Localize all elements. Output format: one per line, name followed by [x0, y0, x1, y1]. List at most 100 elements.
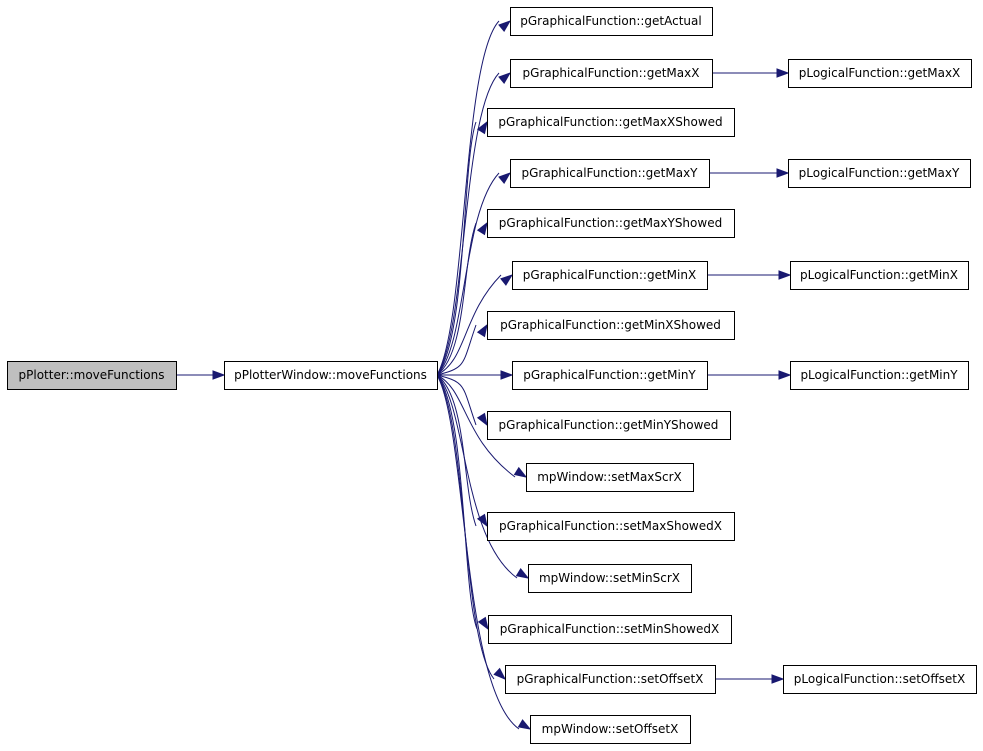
- node-getMaxX[interactable]: pGraphicalFunction::getMaxX: [510, 59, 713, 88]
- edge-pw-to-getMaxXShowed: [436, 121, 477, 376]
- edge-pw-to-getMaxYShowed: [436, 222, 477, 376]
- node-getMinY[interactable]: pGraphicalFunction::getMinY: [512, 361, 708, 390]
- node-getMinX-label: pGraphicalFunction::getMinX: [523, 268, 696, 282]
- node-getMinYShowed-label: pGraphicalFunction::getMinYShowed: [499, 418, 719, 432]
- node-root[interactable]: pPlotter::moveFunctions: [7, 361, 177, 390]
- edge-pw-to-getMinXShowed: [436, 324, 477, 376]
- node-setMinShowedX[interactable]: pGraphicalFunction::setMinShowedX: [488, 615, 732, 644]
- node-lGetMaxX-box: [788, 59, 972, 88]
- edge-pw-to-setMaxShowedX: [436, 374, 477, 527]
- node-getMinY-box: [512, 361, 708, 390]
- edge-pw-to-getMinYShowed: [436, 374, 477, 426]
- node-getMaxYShowed[interactable]: pGraphicalFunction::getMaxYShowed: [487, 209, 735, 238]
- node-setMinScrX-label: mpWindow::setMinScrX: [539, 571, 680, 585]
- node-getMinXShowed-label: pGraphicalFunction::getMinXShowed: [500, 318, 721, 332]
- node-setOffsetX-label: pGraphicalFunction::setOffsetX: [517, 672, 704, 686]
- node-pw[interactable]: pPlotterWindow::moveFunctions: [224, 361, 438, 390]
- node-root-label: pPlotter::moveFunctions: [19, 368, 165, 382]
- edge-pw-to-setOffsetX-arrowhead: [493, 667, 507, 680]
- edge-root-to-pw-arrowhead: [212, 370, 226, 380]
- edge-pw-to-setMinShowedX: [436, 374, 478, 630]
- node-mpSetOffsetX-box: [530, 715, 691, 744]
- node-setMaxShowedX-box: [487, 512, 735, 541]
- node-getMinXShowed[interactable]: pGraphicalFunction::getMinXShowed: [487, 311, 735, 340]
- node-pw-label: pPlotterWindow::moveFunctions: [234, 368, 427, 382]
- edge-pw-to-getMinY-arrowhead: [500, 370, 514, 380]
- node-mpSetOffsetX-label: mpWindow::setOffsetX: [542, 722, 679, 736]
- node-getMaxX-box: [510, 59, 713, 88]
- edge-pw-to-getMinYShowed-arrowhead: [476, 412, 488, 427]
- edge-getMaxY-to-lGetMaxY-arrowhead: [776, 168, 790, 178]
- node-setOffsetX-box: [505, 665, 716, 694]
- node-getMinY-label: pGraphicalFunction::getMinY: [523, 368, 696, 382]
- node-root-box: [7, 361, 177, 390]
- edge-pw-to-getMinX: [436, 274, 502, 376]
- node-lGetMaxY-box: [788, 159, 971, 188]
- node-setMaxScrX-box: [526, 463, 694, 492]
- node-setOffsetX[interactable]: pGraphicalFunction::setOffsetX: [505, 665, 716, 694]
- edge-pw-to-getMaxY: [436, 172, 500, 376]
- node-setMinScrX-box: [528, 564, 692, 593]
- node-lGetMaxX-label: pLogicalFunction::getMaxX: [799, 66, 961, 80]
- node-lGetMaxX[interactable]: pLogicalFunction::getMaxX: [788, 59, 972, 88]
- edge-pw-to-mpSetOffsetX: [436, 374, 520, 730]
- edge-pw-to-setMinScrX: [436, 374, 518, 579]
- edge-setOffsetX-to-lSetOffsetX-arrowhead: [771, 674, 785, 684]
- edge-pw-to-setMinShowedX-arrowhead: [477, 616, 489, 631]
- edge-getMaxX-to-lGetMaxX-arrowhead: [776, 68, 790, 78]
- node-getMinX[interactable]: pGraphicalFunction::getMinX: [512, 261, 708, 290]
- node-getMaxY-box: [510, 159, 710, 188]
- call-edges: [176, 20, 792, 730]
- node-getMinXShowed-box: [487, 311, 735, 340]
- node-lGetMinY-label: pLogicalFunction::getMinY: [800, 368, 958, 382]
- edge-pw-to-getMaxYShowed-arrowhead: [476, 221, 488, 236]
- node-lGetMinX[interactable]: pLogicalFunction::getMinX: [790, 261, 969, 290]
- node-getMaxY[interactable]: pGraphicalFunction::getMaxY: [510, 159, 710, 188]
- edge-pw-to-getMinX-arrowhead: [500, 274, 514, 286]
- edge-getMinY-to-lGetMinY-arrowhead: [778, 370, 792, 380]
- node-getMinYShowed[interactable]: pGraphicalFunction::getMinYShowed: [487, 411, 731, 440]
- node-lGetMinX-label: pLogicalFunction::getMinX: [800, 268, 958, 282]
- call-nodes: pPlotter::moveFunctions pPlotterWindow::m…: [7, 7, 977, 744]
- edge-pw-to-getMinXShowed-arrowhead: [476, 323, 488, 338]
- node-lSetOffsetX[interactable]: pLogicalFunction::setOffsetX: [783, 665, 977, 694]
- node-getMaxYShowed-box: [487, 209, 735, 238]
- edge-pw-to-setMaxScrX-arrowhead: [513, 466, 528, 478]
- node-getMaxYShowed-label: pGraphicalFunction::getMaxYShowed: [499, 216, 722, 230]
- node-setMaxScrX[interactable]: mpWindow::setMaxScrX: [526, 463, 694, 492]
- edge-pw-to-getMaxX: [436, 72, 500, 376]
- node-getMaxXShowed[interactable]: pGraphicalFunction::getMaxXShowed: [487, 108, 735, 137]
- node-getActual-label: pGraphicalFunction::getActual: [520, 14, 701, 28]
- edge-pw-to-getActual: [436, 20, 500, 376]
- node-getMaxXShowed-box: [487, 108, 735, 137]
- edge-pw-to-setMinScrX-arrowhead: [515, 568, 530, 579]
- node-getActual-box: [510, 7, 713, 36]
- node-setMinScrX[interactable]: mpWindow::setMinScrX: [528, 564, 692, 593]
- edge-pw-to-getActual-arrowhead: [498, 20, 512, 32]
- edge-getMinX-to-lGetMinX-arrowhead: [778, 270, 792, 280]
- node-pw-box: [224, 361, 438, 390]
- node-setMaxShowedX[interactable]: pGraphicalFunction::setMaxShowedX: [487, 512, 735, 541]
- node-lGetMinY[interactable]: pLogicalFunction::getMinY: [790, 361, 969, 390]
- node-getMaxXShowed-label: pGraphicalFunction::getMaxXShowed: [498, 115, 722, 129]
- edge-pw-to-setMaxShowedX-arrowhead: [476, 513, 488, 528]
- edge-pw-to-mpSetOffsetX-arrowhead: [517, 719, 532, 730]
- node-mpSetOffsetX[interactable]: mpWindow::setOffsetX: [530, 715, 691, 744]
- edge-pw-to-getMaxX-arrowhead: [498, 72, 512, 84]
- node-setMinShowedX-label: pGraphicalFunction::setMinShowedX: [500, 622, 719, 636]
- node-getMaxY-label: pGraphicalFunction::getMaxY: [521, 166, 698, 180]
- node-getActual[interactable]: pGraphicalFunction::getActual: [510, 7, 713, 36]
- edge-pw-to-getMaxXShowed-arrowhead: [476, 120, 488, 135]
- node-getMinX-box: [512, 261, 708, 290]
- node-setMaxShowedX-label: pGraphicalFunction::setMaxShowedX: [499, 519, 722, 533]
- edge-pw-to-getMaxY-arrowhead: [498, 172, 512, 184]
- node-lSetOffsetX-box: [783, 665, 977, 694]
- node-setMinShowedX-box: [488, 615, 732, 644]
- edge-pw-to-setMaxScrX: [436, 374, 516, 478]
- node-getMinYShowed-box: [487, 411, 731, 440]
- node-setMaxScrX-label: mpWindow::setMaxScrX: [537, 470, 682, 484]
- node-lGetMaxY[interactable]: pLogicalFunction::getMaxY: [788, 159, 971, 188]
- node-lGetMaxY-label: pLogicalFunction::getMaxY: [799, 166, 960, 180]
- node-lGetMinX-box: [790, 261, 969, 290]
- node-lGetMinY-box: [790, 361, 969, 390]
